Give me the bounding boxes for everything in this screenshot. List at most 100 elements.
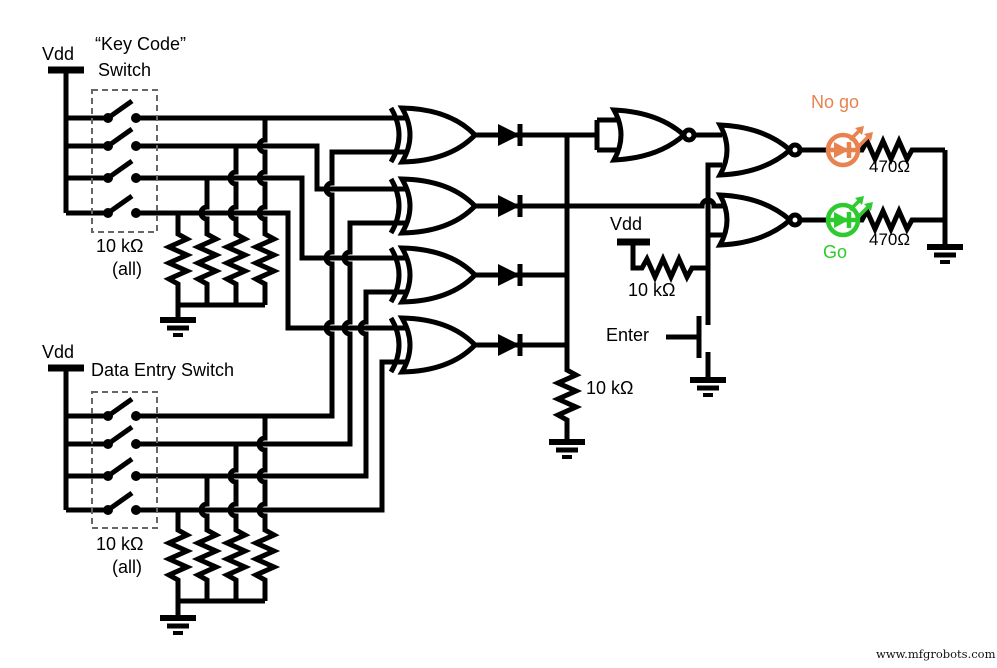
- xor-gate-4-arc: [388, 316, 402, 374]
- nor-inverter-bubble: [681, 127, 697, 143]
- solids: [103, 113, 520, 515]
- nor-go-bubble: [787, 212, 803, 228]
- no-go-led: [825, 126, 873, 168]
- resistor-key-4: [249, 231, 281, 305]
- switch-dot: [131, 173, 141, 183]
- switch-dot: [131, 113, 141, 123]
- data-entry-switch-label: Data Entry Switch: [91, 360, 235, 380]
- key-code-switch-label-line1: “Key Code”: [95, 34, 187, 54]
- resistor-key-1: [162, 231, 194, 305]
- diode-triangle-2: [498, 195, 520, 217]
- xor-gate-1-body: [397, 105, 479, 165]
- ground-enter: [690, 377, 726, 397]
- xor-gate-2-arc: [388, 177, 402, 235]
- resistor-data-3: [220, 527, 252, 601]
- wire-key-tap3: [227, 146, 239, 232]
- resistor-no-go-label: 470Ω: [869, 157, 911, 176]
- led-circle: [825, 132, 861, 168]
- led-triangle: [834, 212, 849, 228]
- wire-data-tap3: [227, 444, 239, 528]
- led-arrow: [857, 134, 871, 148]
- nor-inverter-body: [609, 107, 688, 163]
- data-pulldown-value-label: 10 kΩ: [96, 534, 144, 554]
- key-pulldown-value-label: 10 kΩ: [96, 236, 144, 256]
- resistor-470-nogo: [858, 134, 945, 166]
- wire-key-row4: [136, 210, 412, 331]
- go-label: Go: [823, 242, 848, 262]
- nor-nogo-body: [715, 122, 794, 178]
- resistor-sum-pulldown: [551, 367, 583, 440]
- led-arrow-head: [864, 202, 873, 211]
- ground-key: [160, 317, 196, 337]
- led-arrow: [857, 204, 871, 218]
- resistor-key-3: [220, 231, 252, 305]
- switch-dot: [103, 173, 113, 183]
- gates: [388, 105, 803, 375]
- no-go-label: No go: [811, 92, 860, 112]
- xor-gate-2-body: [397, 176, 479, 236]
- ground-data: [160, 615, 196, 635]
- diode-triangle-1: [498, 124, 520, 146]
- led-arrow: [848, 198, 862, 212]
- wire-key-tap2: [198, 178, 210, 232]
- switch-dot: [131, 439, 141, 449]
- key-code-switch-label-line2: Switch: [98, 60, 152, 80]
- switch-dot: [103, 439, 113, 449]
- data-pulldown-all-label: (all): [112, 557, 142, 577]
- led-arrow-head: [855, 126, 864, 135]
- led-arrow: [848, 128, 862, 142]
- wire-data-tap2: [198, 476, 210, 528]
- nor-go-body: [715, 192, 794, 248]
- led-triangle: [834, 142, 849, 158]
- switch-dot: [103, 411, 113, 421]
- led-arrow-head: [855, 196, 864, 205]
- enter-label: Enter: [606, 325, 650, 345]
- xor-gate-4-body: [397, 315, 479, 375]
- diode-triangle-4: [498, 334, 520, 356]
- key-pulldown-all-label: (all): [112, 259, 142, 279]
- wire-data-row1: [136, 149, 412, 419]
- switch-boxes: [91, 89, 158, 529]
- switch-dot: [103, 471, 113, 481]
- data-entry-switch-box: [91, 391, 158, 529]
- diode-triangle-3: [498, 264, 520, 286]
- resistor-data-4: [249, 527, 281, 601]
- wire-enter-vertical: [705, 162, 722, 325]
- watermark: www.mfgrobots.com: [876, 647, 996, 661]
- wire-pullup: [630, 243, 708, 284]
- wire-data-row2: [136, 220, 412, 447]
- wire-data-row4: [136, 359, 412, 513]
- led-arrow-head: [864, 132, 873, 141]
- ground-sum-bus: [549, 439, 585, 459]
- led-circle: [825, 202, 861, 238]
- wire-data-tap4: [256, 416, 268, 528]
- pullup-value-label: 10 kΩ: [628, 280, 676, 300]
- resistor-go-label: 470Ω: [869, 230, 911, 249]
- resistor-data-1: [162, 527, 194, 601]
- switch-dot: [131, 471, 141, 481]
- nor-nogo-bubble: [787, 142, 803, 158]
- vdd-pullup-label: Vdd: [610, 214, 643, 234]
- xor-gate-1-arc: [388, 106, 402, 164]
- ground-led: [927, 244, 963, 264]
- key-code-switch-box: [91, 89, 158, 233]
- go-led: [825, 196, 873, 238]
- switch-dot: [131, 141, 141, 151]
- vdd-key-label: Vdd: [42, 44, 75, 64]
- xor-gate-3-body: [397, 245, 479, 305]
- switch-dot: [131, 411, 141, 421]
- vdd-data-label: Vdd: [42, 342, 75, 362]
- wire-key-row3: [136, 175, 412, 261]
- wire-key-tap4: [256, 118, 268, 232]
- switch-dot: [131, 208, 141, 218]
- sum-pulldown-value-label: 10 kΩ: [586, 378, 634, 398]
- switch-dot: [103, 505, 113, 515]
- resistor-data-2: [191, 527, 223, 601]
- switch-dot: [131, 505, 141, 515]
- switch-dot: [103, 141, 113, 151]
- xor-gate-3-arc: [388, 246, 402, 304]
- wire-data-row3: [136, 289, 412, 479]
- switch-dot: [103, 113, 113, 123]
